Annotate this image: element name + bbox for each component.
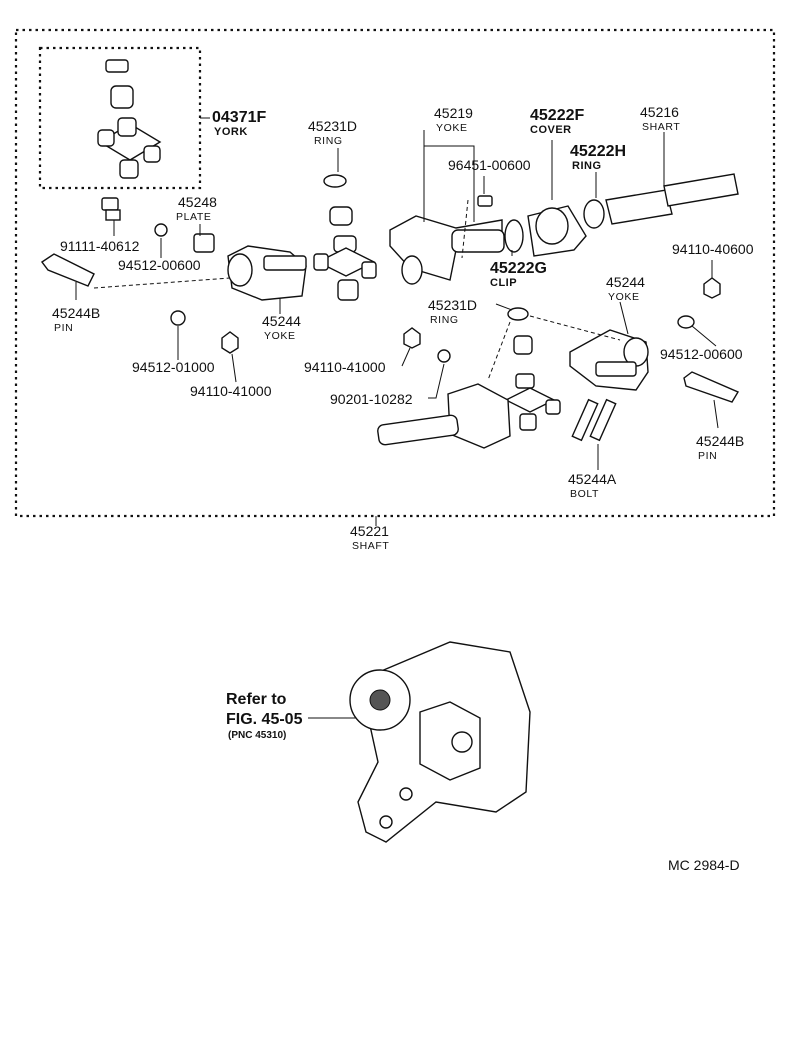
callout-90201-10282: 90201-10282 (330, 391, 413, 407)
plate-part (193, 233, 215, 253)
callout-94110-40600-right: 94110-40600 (672, 241, 754, 257)
callout-45248: 45248 PLATE (176, 194, 217, 223)
svg-text:PIN: PIN (54, 322, 73, 334)
callout-45244-mid: 45244 YOKE (262, 313, 301, 342)
svg-text:45231D: 45231D (428, 297, 477, 313)
spider-cross-right (504, 373, 561, 431)
callout-45216: 45216 SHART (640, 104, 680, 133)
callout-94110-41000-a: 94110-41000 (304, 359, 386, 375)
callout-96451-00600: 96451-00600 (448, 157, 531, 173)
svg-text:CLIP: CLIP (490, 277, 517, 289)
callout-45231D-mid: 45231D RING (428, 297, 477, 326)
svg-text:45219: 45219 (434, 105, 473, 121)
bolt-45244A (571, 398, 617, 442)
svg-text:Refer to: Refer to (226, 691, 287, 708)
svg-text:45222F: 45222F (530, 107, 584, 124)
svg-text:45222G: 45222G (490, 260, 547, 277)
steering-gearbox (349, 641, 531, 843)
pin-right (683, 371, 740, 403)
svg-text:45244A: 45244A (568, 471, 617, 487)
svg-text:FIG. 45-05: FIG. 45-05 (226, 711, 303, 728)
yoke-lower (377, 383, 511, 449)
svg-text:YOKE: YOKE (436, 122, 468, 134)
nut-part (437, 349, 451, 363)
svg-text:(PNC 45310): (PNC 45310) (228, 730, 286, 741)
nut-part (403, 327, 421, 349)
svg-text:BOLT: BOLT (570, 488, 599, 500)
ring-part (507, 307, 529, 321)
callout-45222G: 45222G CLIP (490, 260, 547, 289)
universal-joint-kit (97, 59, 162, 179)
callout-45222F: 45222F COVER (530, 107, 584, 136)
diagram-code: MC 2984-D (668, 857, 740, 873)
nut-part (221, 331, 239, 354)
svg-text:45222H: 45222H (570, 143, 626, 160)
callout-94512-01000: 94512-01000 (132, 359, 215, 375)
screw-part (477, 195, 493, 207)
svg-text:YORK: YORK (214, 126, 248, 138)
svg-text:SHAFT: SHAFT (352, 540, 389, 552)
callout-45244-right: 45244 YOKE (606, 274, 645, 303)
svg-text:YOKE: YOKE (264, 330, 296, 342)
callout-45244B-left: 45244B PIN (52, 305, 100, 334)
nut-part (170, 310, 186, 326)
callout-91111-40612: 91111-40612 (60, 238, 140, 254)
nut-part (677, 315, 695, 329)
svg-text:RING: RING (430, 314, 459, 326)
yoke-left (227, 245, 307, 301)
svg-text:45216: 45216 (640, 104, 679, 120)
callout-45244A: 45244A BOLT (568, 471, 617, 500)
callout-45219: 45219 YOKE (434, 105, 473, 134)
callout-45244B-right: 45244B PIN (696, 433, 744, 462)
svg-text:RING: RING (572, 160, 602, 172)
pin-left (40, 253, 95, 287)
svg-text:45244B: 45244B (52, 305, 100, 321)
assembly-boundary (14, 28, 776, 518)
svg-text:PIN: PIN (698, 450, 717, 462)
svg-text:YOKE: YOKE (608, 291, 640, 303)
svg-text:SHART: SHART (642, 121, 680, 133)
ring-45222H (583, 199, 605, 229)
svg-text:COVER: COVER (530, 124, 572, 136)
svg-text:PLATE: PLATE (176, 211, 211, 223)
svg-text:45221: 45221 (350, 523, 389, 539)
svg-text:RING: RING (314, 135, 343, 147)
clip-part (504, 219, 524, 253)
svg-text:45244: 45244 (606, 274, 645, 290)
yoke-45219 (389, 215, 505, 285)
callout-45222H: 45222H RING (570, 143, 626, 172)
callout-45221: 45221 SHAFT (350, 523, 389, 552)
bearing-cap (329, 206, 353, 226)
svg-text:45248: 45248 (178, 194, 217, 210)
callout-94110-41000-b: 94110-41000 (190, 383, 272, 399)
svg-text:04371F: 04371F (212, 109, 266, 126)
nut-part (154, 223, 168, 237)
callout-04371F: 04371F YORK (212, 109, 266, 138)
yoke-right (569, 329, 649, 391)
spider-cross-left (313, 235, 377, 301)
callout-45231D-top: 45231D RING (308, 118, 357, 147)
ring-part (323, 174, 347, 188)
callout-94512-00600-top: 94512-00600 (118, 257, 201, 273)
bolt-91111 (101, 197, 121, 221)
shaft-45216 (605, 173, 739, 225)
svg-text:45244B: 45244B (696, 433, 744, 449)
cover-part (527, 205, 587, 257)
figure-reference[interactable]: Refer to FIG. 45-05 (PNC 45310) (226, 691, 303, 741)
callout-94512-00600-right: 94512-00600 (660, 346, 743, 362)
nut-part (703, 277, 721, 299)
bearing-cap (513, 335, 533, 355)
svg-text:45244: 45244 (262, 313, 301, 329)
svg-text:45231D: 45231D (308, 118, 357, 134)
